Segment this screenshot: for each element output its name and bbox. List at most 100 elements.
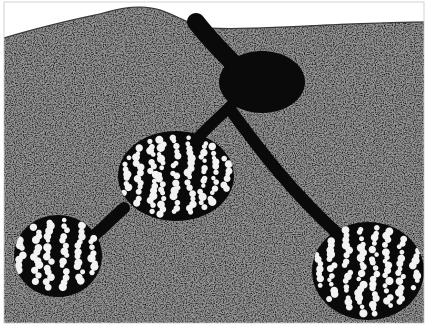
larva [369,246,376,253]
larva [371,306,376,311]
larva [188,209,193,214]
larva [160,181,166,187]
larva [359,236,364,241]
larva [155,175,163,183]
larva [342,262,348,268]
larva [59,283,67,291]
larva [161,160,166,165]
larva [329,282,334,287]
larva [125,184,133,192]
larva [213,170,218,175]
larva [80,269,85,274]
larva [90,263,98,271]
larva [343,278,349,284]
larva [186,185,192,191]
top-chamber [219,51,305,113]
larva [138,184,143,189]
larva [326,296,332,302]
larva [59,237,65,243]
larva [74,263,81,270]
larva [149,209,154,214]
larva [147,139,152,144]
larva [32,278,39,285]
larva [173,173,180,180]
larva [210,190,215,195]
larva [395,270,401,276]
larva [30,224,37,231]
larva [88,239,93,244]
larva [156,211,163,218]
larva [382,242,388,248]
larva [202,144,207,149]
larva [357,254,365,262]
larva [199,193,207,201]
larva [211,151,216,156]
larva [122,162,127,167]
larva [359,309,367,317]
larva [199,200,204,205]
larva [409,262,417,270]
larva [159,165,164,170]
larva [35,272,41,278]
larva [397,244,402,249]
larva [358,270,365,277]
larva [317,275,324,282]
larva [331,290,339,298]
larva [63,268,70,275]
larva [396,277,404,285]
larva [170,192,178,200]
larva [173,143,179,149]
larva [64,253,69,258]
larva [62,218,67,223]
larva [224,175,231,182]
larva [150,202,156,208]
larva [172,209,177,214]
larva [396,260,403,267]
larva [160,190,165,195]
larva [372,311,378,317]
larva [46,238,50,242]
larva [382,273,388,279]
larva [221,156,227,162]
larva [133,200,140,207]
larva [397,299,403,305]
larva [187,175,192,180]
larva [201,178,207,184]
larva [136,189,142,195]
larva [77,277,85,285]
larva [75,242,82,249]
larva [327,265,334,272]
larva [212,163,219,170]
larva [370,260,376,266]
larva [415,278,420,283]
larva [171,163,176,168]
larva [60,263,65,268]
larva [186,136,191,141]
larva [344,288,349,293]
larva [411,285,416,290]
larva [318,283,323,288]
larva [346,304,353,311]
larva [374,225,380,231]
larva [327,256,333,262]
larva [208,198,216,206]
larva [19,245,25,251]
larva [327,278,331,282]
larva [75,253,81,259]
larva [201,184,205,188]
larva [157,144,165,152]
larva [199,154,204,159]
larva [223,185,230,192]
larva [372,241,377,246]
larva [175,200,181,206]
larva [124,175,130,181]
larva [208,143,216,151]
larva [201,169,206,174]
larva [32,236,40,244]
larva [136,144,143,151]
larva [189,190,196,197]
larva [360,305,365,310]
larva [48,258,54,264]
